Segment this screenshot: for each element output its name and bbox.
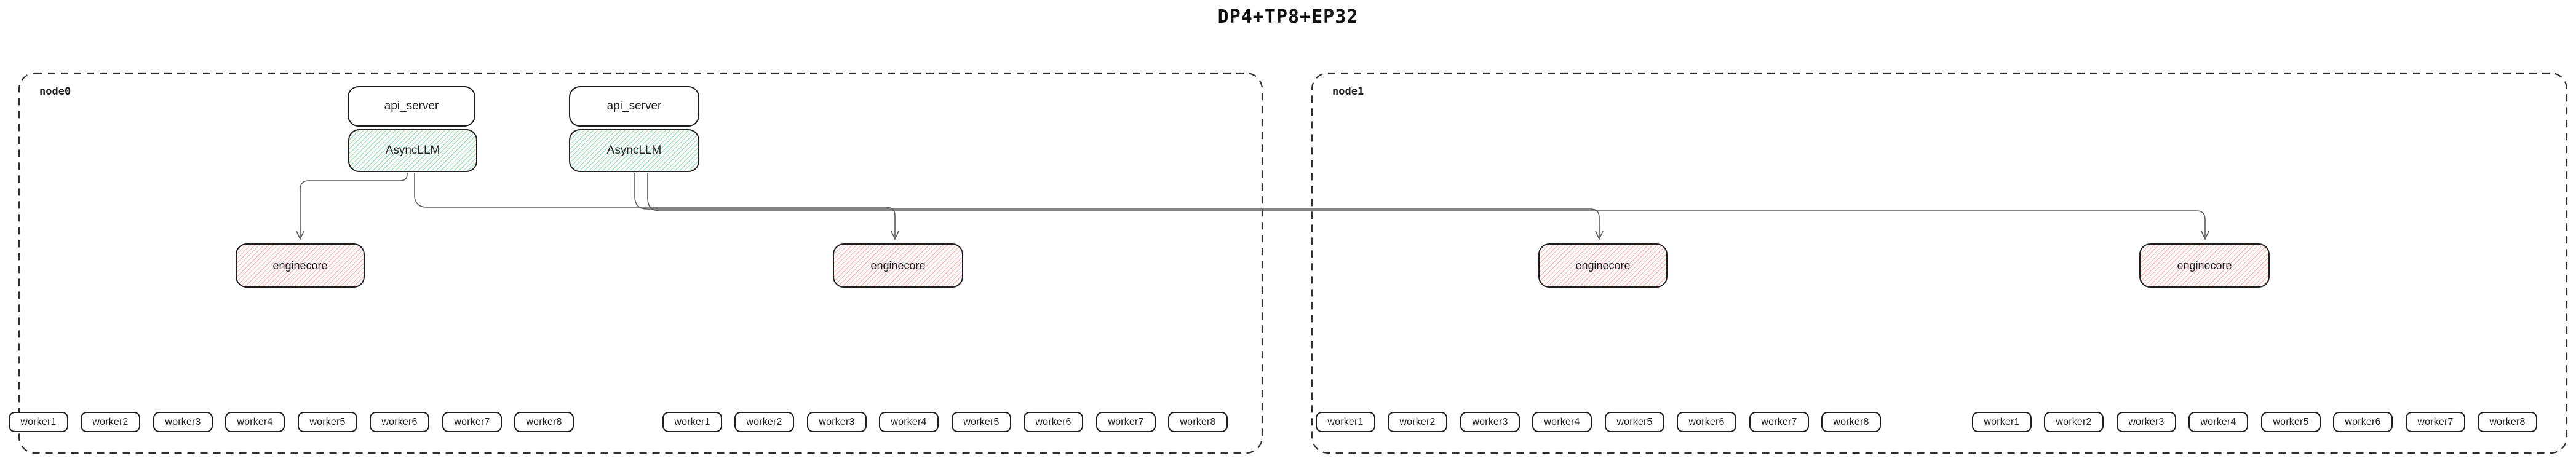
worker-box-row4-worker7: worker7 [2406,412,2465,432]
worker-box-row3-worker6: worker6 [1677,412,1736,432]
worker-box-row2-worker2: worker2 [734,412,794,432]
diagram-title: DP4+TP8+EP32 [1217,6,1359,28]
worker-box-row2-worker8: worker8 [1168,412,1228,432]
worker-box-row1-worker4: worker4 [225,412,285,432]
worker-box-row3-worker7: worker7 [1749,412,1809,432]
worker-box-row4-worker3: worker3 [2117,412,2176,432]
worker-box-row4-worker4: worker4 [2188,412,2248,432]
worker-box-row1-worker5: worker5 [298,412,357,432]
worker-box-row1-worker1: worker1 [9,412,68,432]
worker-box-row1-worker2: worker2 [81,412,140,432]
edge-asyncllm2-enginecore3 [634,173,1604,240]
worker-box-row2-worker7: worker7 [1096,412,1156,432]
worker-box-row4-worker2: worker2 [2044,412,2104,432]
worker-box-row4-worker1: worker1 [1972,412,2032,432]
worker-box-row1-worker8: worker8 [514,412,574,432]
node0-boundary [18,72,1263,454]
worker-box-row3-worker4: worker4 [1532,412,1592,432]
worker-box-row1-worker3: worker3 [153,412,213,432]
node1-boundary [1311,72,2568,454]
asyncllm-box-1: AsyncLLM [348,129,477,172]
worker-box-row3-worker3: worker3 [1460,412,1520,432]
worker-box-row1-worker6: worker6 [370,412,429,432]
enginecore-box-1: enginecore [236,243,365,288]
worker-box-row2-worker5: worker5 [952,412,1011,432]
enginecore-box-4: enginecore [2139,243,2270,288]
asyncllm-box-2: AsyncLLM [569,129,699,172]
worker-box-row3-worker1: worker1 [1316,412,1375,432]
worker-box-row1-worker7: worker7 [442,412,502,432]
worker-box-row3-worker2: worker2 [1388,412,1447,432]
edge-asyncllm1-enginecore2 [414,173,899,240]
worker-box-row2-worker6: worker6 [1024,412,1083,432]
worker-box-row4-worker6: worker6 [2333,412,2393,432]
node0-label: node0 [39,85,71,98]
worker-box-row4-worker8: worker8 [2478,412,2537,432]
edge-asyncllm2-enginecore4 [647,173,2209,240]
worker-box-row3-worker5: worker5 [1605,412,1664,432]
enginecore-box-2: enginecore [833,243,963,288]
worker-box-row2-worker1: worker1 [662,412,722,432]
api-server-box-2: api_server [569,86,699,127]
node1-label: node1 [1332,85,1364,98]
api-server-box-1: api_server [348,86,475,127]
edge-asyncllm1-enginecore1 [296,173,408,240]
worker-box-row3-worker8: worker8 [1821,412,1881,432]
worker-box-row4-worker5: worker5 [2261,412,2321,432]
worker-box-row2-worker4: worker4 [879,412,939,432]
enginecore-box-3: enginecore [1538,243,1668,288]
worker-box-row2-worker3: worker3 [807,412,867,432]
